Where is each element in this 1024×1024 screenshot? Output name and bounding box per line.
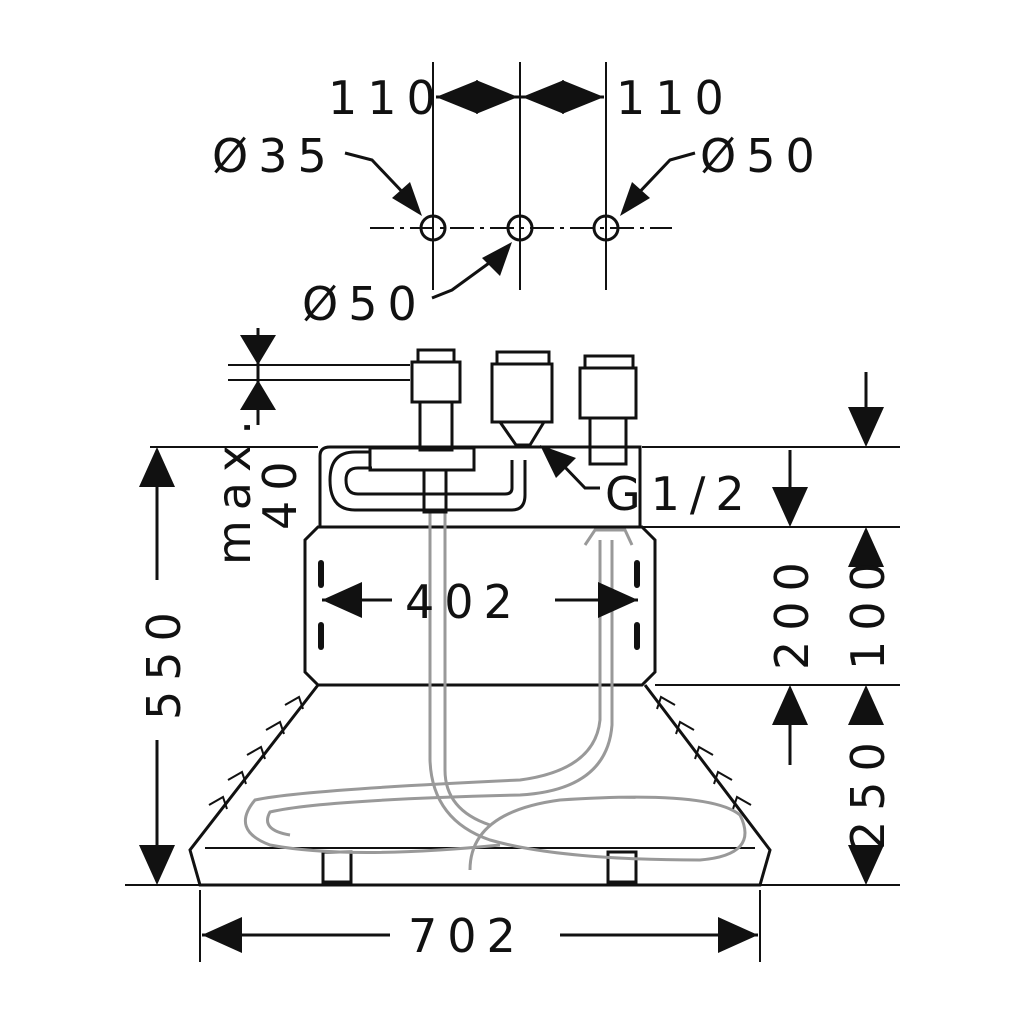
hose [244,510,747,871]
spacing-right-label: 110 [616,71,734,125]
spacing-left-label: 110 [328,71,446,125]
max-label: max. [207,410,261,565]
max-value: 40 [253,451,307,530]
box-height-label: 200 [765,552,819,670]
cone-height-label: 250 [841,732,895,850]
total-width-label: 702 [408,909,526,963]
thread-label: G1/2 [605,467,755,521]
inner-width-label: 402 [405,575,523,629]
hole-left [419,214,447,242]
hole-center [506,214,534,242]
dimension-lines: max. 40 550 200 100 250 402 [125,328,900,963]
total-height-label: 550 [137,602,191,720]
valves [328,348,638,514]
hole-left-diameter: Ø35 [212,129,337,183]
hole-layout: 110 110 Ø35 Ø50 Ø50 [212,62,825,331]
top-offset-label: 100 [841,552,895,670]
hole-center-diameter: Ø50 [302,277,427,331]
hole-right-diameter: Ø50 [700,129,825,183]
hole-right [592,214,620,242]
